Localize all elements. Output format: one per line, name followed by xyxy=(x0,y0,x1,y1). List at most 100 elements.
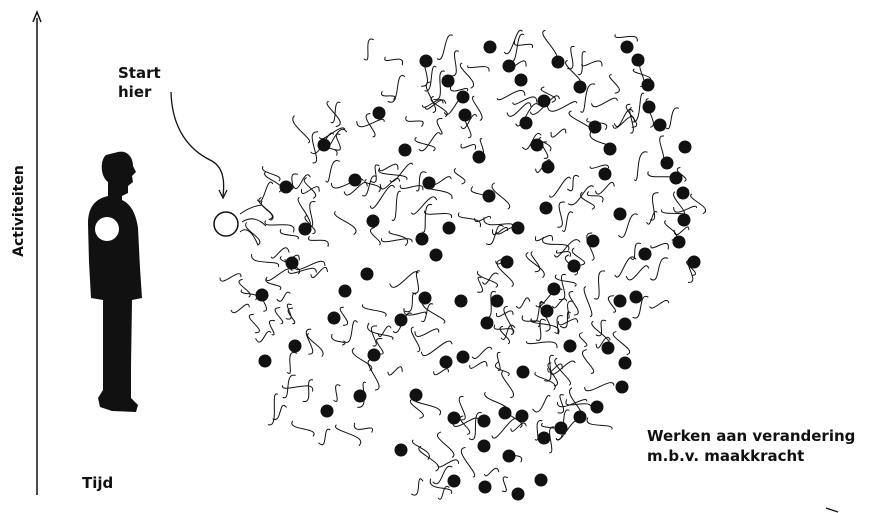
squiggle xyxy=(246,223,260,245)
squiggle xyxy=(411,327,420,352)
squiggle xyxy=(332,334,345,345)
squiggle xyxy=(269,320,274,334)
activity-dot xyxy=(555,422,568,435)
activity-dot xyxy=(604,143,617,156)
squiggle xyxy=(371,326,376,346)
goal-annotation-line1: Werken aan verandering xyxy=(647,426,887,446)
y-axis-label: Activiteiten xyxy=(9,161,29,261)
squiggle xyxy=(319,429,330,445)
squiggle xyxy=(240,230,258,245)
squiggle xyxy=(613,332,630,355)
squiggle xyxy=(548,102,577,112)
activity-dot xyxy=(642,79,655,92)
squiggle xyxy=(610,75,620,94)
activity-dots xyxy=(256,41,701,501)
activity-dot xyxy=(483,190,496,203)
squiggle xyxy=(434,71,445,100)
squiggle xyxy=(536,319,545,340)
activity-dot xyxy=(448,475,461,488)
squiggle xyxy=(503,477,508,492)
squiggle xyxy=(340,307,348,325)
activity-dot xyxy=(481,317,494,330)
activity-dot xyxy=(501,256,514,269)
activity-dot xyxy=(574,411,587,424)
activity-dot xyxy=(503,450,516,463)
activity-dot xyxy=(416,233,429,246)
activity-dot xyxy=(459,109,472,122)
squiggle xyxy=(268,394,277,425)
activity-dot xyxy=(286,257,299,270)
squiggle xyxy=(252,255,279,267)
squiggle xyxy=(249,314,259,333)
activity-dot xyxy=(321,405,334,418)
activity-dot xyxy=(420,55,433,68)
squiggle xyxy=(478,277,483,292)
activity-dot xyxy=(443,222,456,235)
goal-annotation: Werken aan verandering m.b.v. maakkracht xyxy=(647,426,887,466)
squiggle xyxy=(501,325,515,339)
activity-dot xyxy=(670,172,683,185)
squiggle xyxy=(450,51,459,76)
squiggle xyxy=(472,96,482,120)
activity-dot xyxy=(602,342,615,355)
activity-dot xyxy=(621,41,634,54)
squiggle xyxy=(567,301,573,318)
squiggle xyxy=(256,331,271,342)
squiggle xyxy=(558,202,565,227)
squiggle xyxy=(582,350,593,374)
squiggle xyxy=(438,460,459,467)
activity-dot xyxy=(299,223,312,236)
start-annotation-line1: Start xyxy=(118,64,178,83)
squiggle xyxy=(363,176,376,196)
squiggle xyxy=(437,119,442,134)
activity-dot xyxy=(259,355,272,368)
activity-dot xyxy=(442,75,455,88)
squiggle xyxy=(633,93,644,122)
squiggle xyxy=(492,418,518,438)
squiggle xyxy=(392,191,400,220)
squiggle xyxy=(422,341,453,355)
activity-dot xyxy=(349,174,362,187)
squiggle xyxy=(533,395,550,412)
squiggle xyxy=(555,240,580,257)
goal-annotation-line2: m.b.v. maakkracht xyxy=(647,446,887,466)
squiggle xyxy=(306,329,313,354)
activity-dot xyxy=(520,117,533,130)
activity-dot xyxy=(395,314,408,327)
squiggle xyxy=(293,116,310,143)
squiggle xyxy=(292,421,314,436)
squiggle xyxy=(364,39,373,60)
activity-dot xyxy=(589,121,602,134)
activity-dot xyxy=(499,407,512,420)
squiggle xyxy=(461,144,476,149)
squiggle xyxy=(484,218,513,227)
squiggle xyxy=(307,334,323,357)
squiggle xyxy=(262,167,280,181)
squiggle xyxy=(472,347,492,358)
activity-dot xyxy=(619,318,632,331)
activity-dot xyxy=(328,312,341,325)
squiggle xyxy=(497,352,500,370)
activity-dot xyxy=(491,295,504,308)
squiggle xyxy=(584,287,592,317)
squiggle xyxy=(326,161,340,183)
squiggle xyxy=(261,201,272,219)
squiggle xyxy=(635,152,648,181)
squiggle xyxy=(286,304,291,319)
squiggle xyxy=(468,66,489,71)
squiggle xyxy=(504,30,522,54)
squiggle xyxy=(585,383,614,391)
activity-dot xyxy=(574,81,587,94)
squiggle xyxy=(368,360,379,390)
squiggle xyxy=(596,182,615,194)
activity-dot xyxy=(354,390,367,403)
squiggle xyxy=(550,177,571,197)
activity-dot xyxy=(552,56,565,69)
activity-dot xyxy=(541,305,554,318)
squiggle xyxy=(381,92,394,100)
squiggle xyxy=(460,63,473,88)
person-chest-mark xyxy=(95,217,119,241)
activity-dot xyxy=(614,208,627,221)
squiggle xyxy=(513,97,537,104)
